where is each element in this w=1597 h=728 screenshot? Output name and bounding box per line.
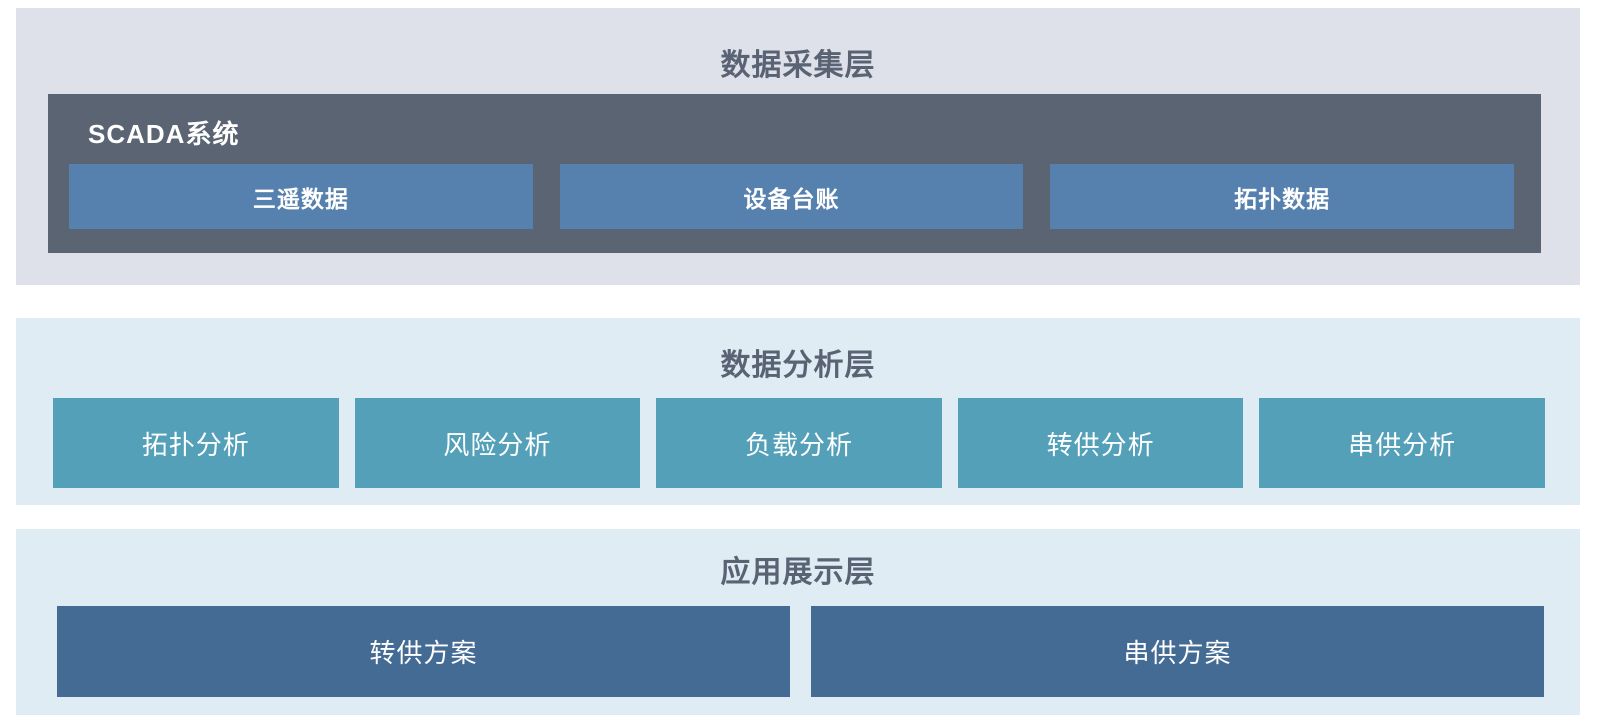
scada-items-row: 三遥数据 设备台账 拓扑数据 <box>69 164 1515 229</box>
scada-item-telemetry-data: 三遥数据 <box>69 164 533 229</box>
analysis-item-risk: 风险分析 <box>354 398 641 488</box>
application-items-row: 转供方案 串供方案 <box>57 606 1544 697</box>
layer-data-analysis: 数据分析层 拓扑分析 风险分析 负载分析 转供分析 串供分析 <box>16 318 1580 505</box>
scada-system-container: SCADA系统 三遥数据 设备台账 拓扑数据 <box>48 94 1541 253</box>
layer-title-data-collection: 数据采集层 <box>720 49 876 82</box>
analysis-item-series-supply: 串供分析 <box>1259 398 1545 488</box>
analysis-item-load: 负载分析 <box>656 398 942 488</box>
analysis-item-topology: 拓扑分析 <box>53 398 339 488</box>
scada-system-label: SCADA系统 <box>88 119 240 149</box>
scada-item-topology-data: 拓扑数据 <box>1050 164 1515 229</box>
layer-data-collection: 数据采集层 SCADA系统 三遥数据 设备台账 拓扑数据 <box>16 8 1580 285</box>
layer-title-data-analysis: 数据分析层 <box>720 349 876 382</box>
scada-item-equipment-ledger: 设备台账 <box>559 164 1024 229</box>
analysis-item-transfer-supply: 转供分析 <box>957 398 1244 488</box>
layer-title-application-display: 应用展示层 <box>720 556 876 589</box>
application-item-transfer-supply-plan: 转供方案 <box>57 606 790 697</box>
application-item-series-supply-plan: 串供方案 <box>811 606 1544 697</box>
layer-application-display: 应用展示层 转供方案 串供方案 <box>16 529 1580 715</box>
analysis-items-row: 拓扑分析 风险分析 负载分析 转供分析 串供分析 <box>53 398 1545 488</box>
